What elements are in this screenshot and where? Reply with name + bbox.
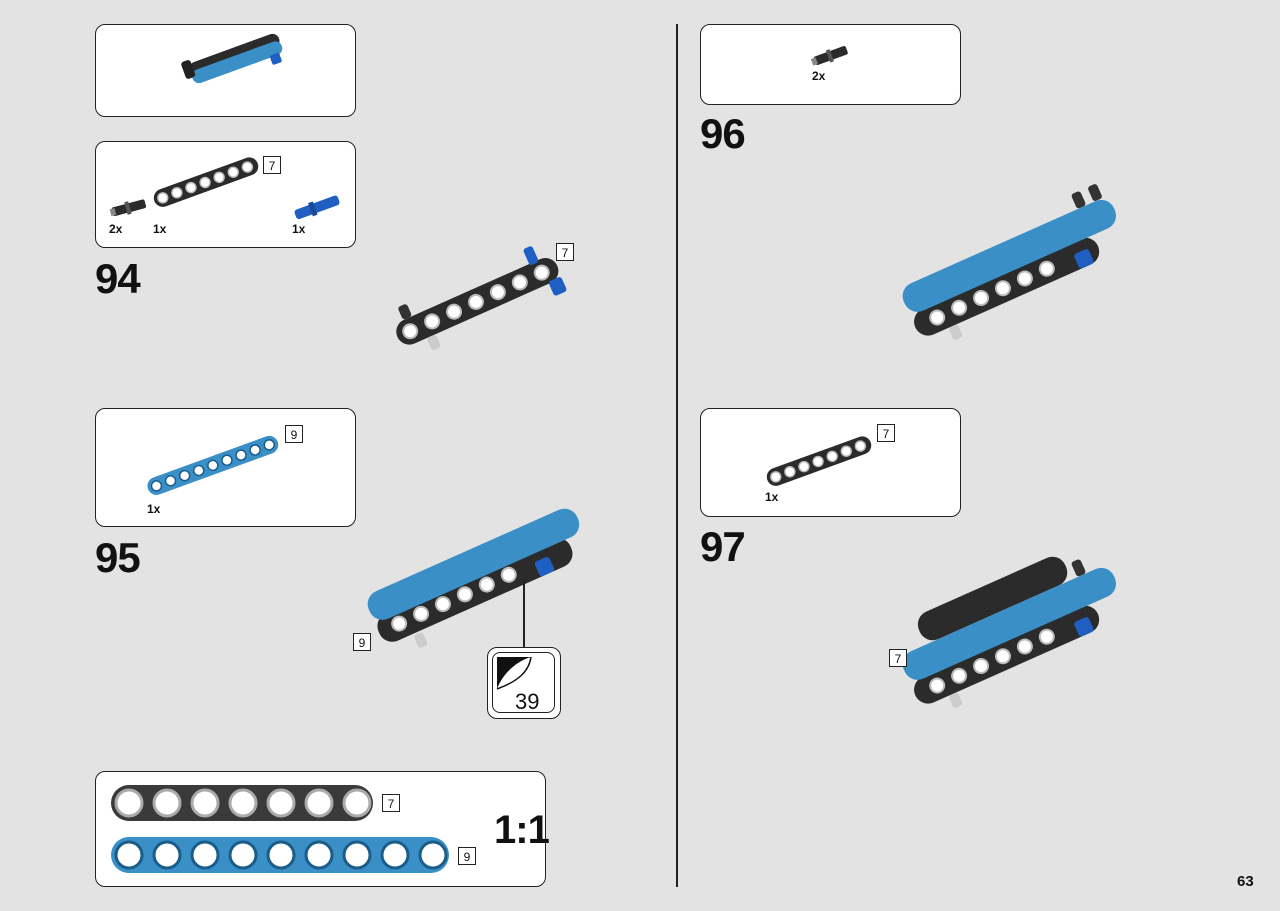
step-97-parts-box: 7 1x: [700, 408, 961, 517]
blue-axle-pin-icon: [294, 195, 340, 220]
azure-beam-9-icon: [147, 435, 279, 495]
step-97-number: 97: [700, 523, 746, 570]
step-94-model-image: [396, 246, 567, 351]
step-96-parts-box: 2x: [700, 24, 961, 105]
step-95-beam-length-label: 9: [285, 425, 303, 443]
page-number: 63: [1237, 873, 1254, 890]
step-97-part-1-qty: 1x: [765, 490, 779, 504]
step-95-parts-box: 9 1x: [95, 408, 356, 527]
step-95-number: 95: [95, 534, 141, 581]
step-94-part-2-qty: 1x: [153, 222, 167, 236]
black-friction-pin-icon: [810, 46, 848, 66]
step-97-model-image: [902, 556, 1117, 708]
step-97-beam-length-label: 7: [877, 424, 895, 442]
scale-black-beam-length: 7: [382, 794, 400, 812]
scale-azure-beam-9: [111, 837, 449, 873]
step-94-number: 94: [95, 255, 141, 302]
step-94-model-length-label: 7: [556, 243, 574, 261]
scale-black-beam-7: [111, 785, 373, 821]
page-reference-frame: 39: [492, 652, 555, 714]
callout-leader-line: [523, 580, 525, 648]
page-turn-icon: [496, 656, 532, 690]
step-95-model-image: [367, 508, 580, 648]
page-divider: [676, 24, 678, 887]
scale-azure-beam-length: 9: [458, 847, 476, 865]
step-95-part-1-qty: 1x: [147, 502, 161, 516]
callout-page-number: 39: [515, 689, 540, 714]
step-96-number: 96: [700, 110, 746, 157]
page-reference-callout[interactable]: 39: [487, 647, 561, 719]
black-beam-7-icon: [766, 436, 872, 486]
step-96-model-image: [902, 184, 1117, 340]
step-97-model-length-label: 7: [889, 649, 907, 667]
submodel-preview-image: [181, 33, 283, 84]
step-96-part-1-qty: 2x: [812, 69, 826, 83]
black-friction-pin-icon: [109, 199, 147, 217]
step-95-model-length-label: 9: [353, 633, 371, 651]
black-beam-7-icon: [153, 157, 259, 207]
submodel-preview-box: [95, 24, 356, 117]
scale-label: 1:1: [494, 808, 550, 852]
step-94-part-3-qty: 1x: [292, 222, 306, 236]
step-94-part-1-qty: 2x: [109, 222, 123, 236]
scale-reference-box: 7 9: [95, 771, 546, 887]
step-94-beam-length-label: 7: [263, 156, 281, 174]
step-94-parts-box: 2x 7 1x 1x: [95, 141, 356, 248]
